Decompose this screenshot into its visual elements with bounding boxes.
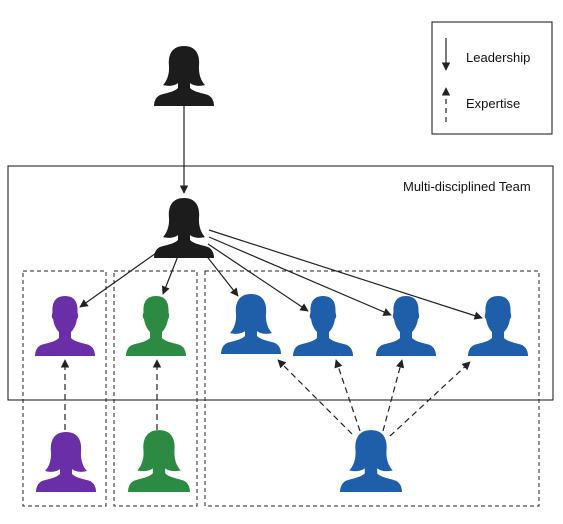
person-silhouette-icon — [154, 46, 214, 106]
person-silhouette-icon — [126, 296, 186, 356]
person-silhouette-icon — [293, 296, 353, 356]
person-silhouette-icon — [128, 430, 190, 492]
person-silhouette-icon — [154, 198, 214, 258]
discipline-box-purple — [22, 270, 107, 507]
expertise-label: Expertise — [466, 96, 520, 111]
leadership-arrow-blue-2 — [207, 243, 309, 312]
leadership-arrow-blue-4 — [208, 229, 483, 320]
leadership-arrow-blue-3 — [208, 236, 392, 316]
expertise-arrows — [60, 359, 471, 437]
leadership-arrows — [79, 106, 483, 320]
discipline-box-blue — [204, 270, 540, 507]
legend: Leadership Expertise — [431, 21, 553, 135]
expertise-arrow-blue-1 — [277, 359, 353, 435]
expertise-arrow-blue-4 — [389, 361, 471, 437]
person-silhouette-icon — [376, 296, 436, 356]
leadership-arrow-purple — [79, 245, 167, 308]
team-label: Multi-disciplined Team — [403, 179, 531, 194]
legend-box — [431, 21, 553, 135]
leadership-arrow-blue-1 — [204, 253, 239, 297]
person-silhouette-icon — [221, 294, 281, 354]
person-silhouette-icon — [35, 296, 95, 356]
person-silhouette-icon — [468, 296, 528, 356]
multi-disciplined-team-box — [7, 165, 554, 401]
discipline-box-green — [113, 270, 198, 507]
person-silhouette-icon — [36, 432, 96, 492]
leadership-arrow-green — [161, 255, 179, 295]
leadership-label: Leadership — [466, 50, 530, 65]
expertise-arrow-blue-3 — [382, 359, 405, 432]
expertise-arrow-blue-2 — [334, 359, 361, 432]
person-silhouette-icon — [340, 430, 402, 492]
